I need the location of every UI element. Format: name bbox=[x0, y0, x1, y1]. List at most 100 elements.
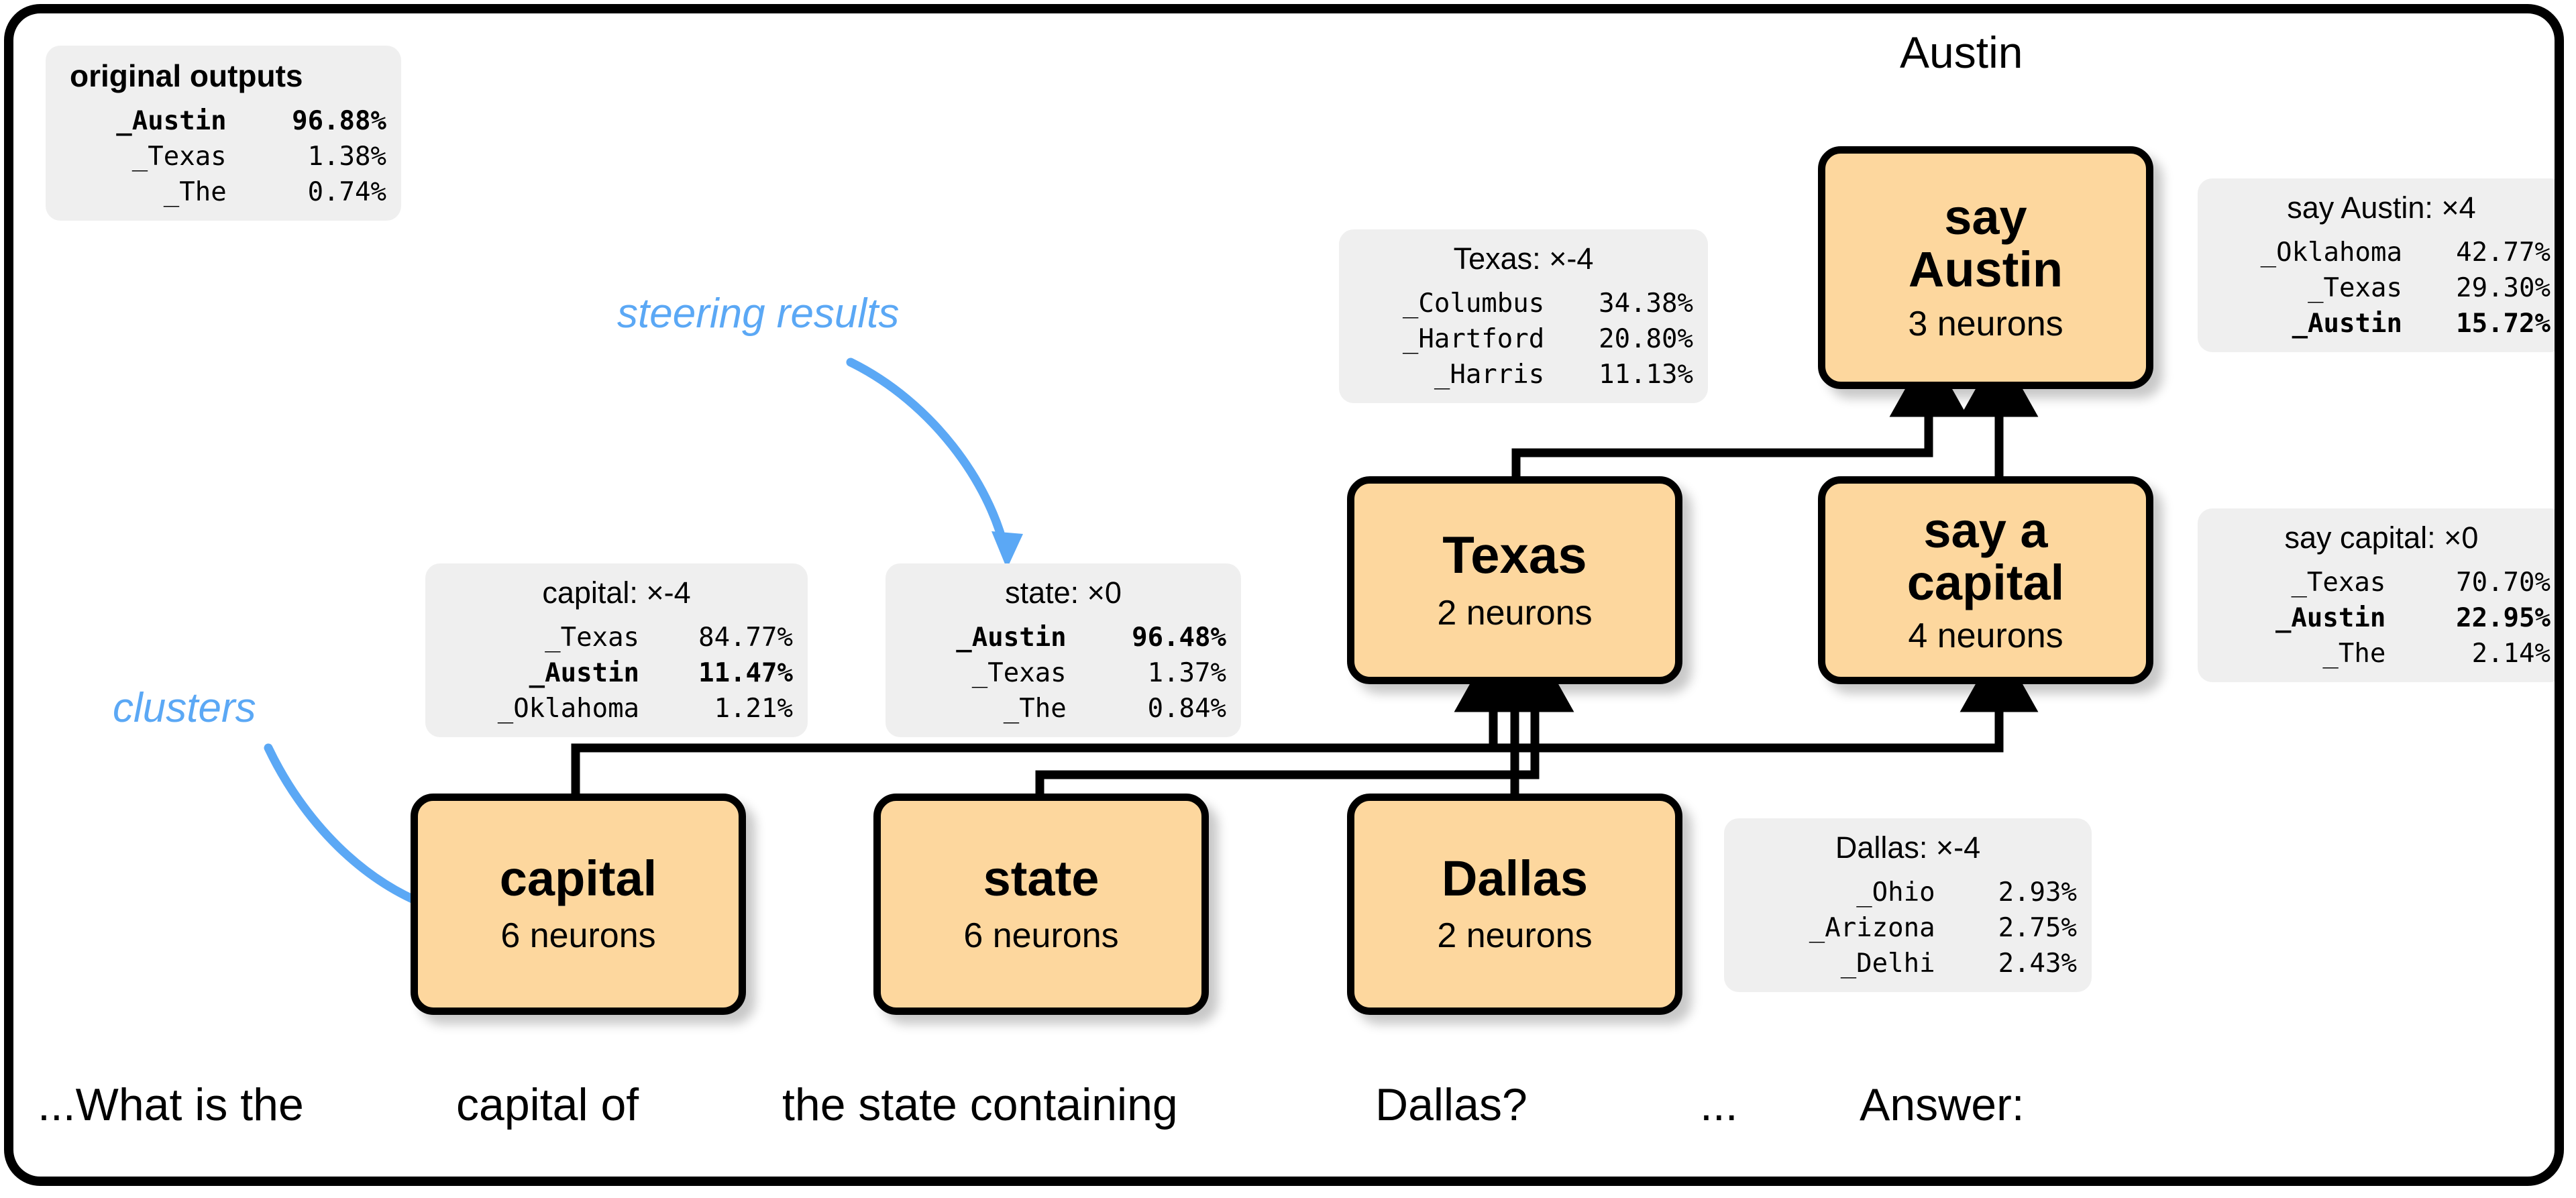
token-cell: _The bbox=[2322, 639, 2386, 669]
node-say-a-capital-neurons: 4 neurons bbox=[1908, 616, 2063, 656]
panel-texas-steer: Texas: ×-4 _Columbus 34.38% _Hartford 20… bbox=[1339, 229, 1708, 403]
table-row: _Texas 70.70% bbox=[2212, 565, 2551, 600]
node-say-a-capital[interactable]: say a capital 4 neurons bbox=[1818, 476, 2153, 684]
pct-cell: 29.30% bbox=[2456, 273, 2551, 303]
table-row: _Oklahoma 42.77% bbox=[2212, 235, 2551, 270]
table-row: _Austin 22.95% bbox=[2212, 600, 2551, 636]
panel-dallas-steer: Dallas: ×-4 _Ohio 2.93% _Arizona 2.75% _… bbox=[1724, 818, 2092, 992]
node-say-austin-title: say Austin bbox=[1908, 188, 2063, 297]
figure-frame: Austin capital 6 neurons state 6 neurons… bbox=[4, 4, 2564, 1186]
pct-cell: 96.88% bbox=[292, 106, 386, 136]
token-cell: _Oklahoma bbox=[2260, 237, 2402, 268]
table-row: _Texas 1.37% bbox=[900, 655, 1226, 691]
token-cell: _Austin bbox=[956, 622, 1067, 653]
table-row: _The 2.14% bbox=[2212, 636, 2551, 671]
diagram-canvas: Austin capital 6 neurons state 6 neurons… bbox=[13, 13, 2555, 1177]
token-cell: _Austin bbox=[529, 658, 640, 688]
table-row: _Arizona 2.75% bbox=[1739, 910, 2077, 946]
panel-dallas-steer-table: _Ohio 2.93% _Arizona 2.75% _Delhi 2.43% bbox=[1739, 875, 2077, 981]
pct-cell: 2.93% bbox=[1998, 877, 2077, 908]
node-capital[interactable]: capital 6 neurons bbox=[411, 794, 746, 1015]
pct-cell: 20.80% bbox=[1599, 324, 1693, 354]
pct-cell: 0.84% bbox=[1147, 694, 1226, 724]
pct-cell: 70.70% bbox=[2456, 567, 2551, 598]
panel-say-capital-steer-table: _Texas 70.70% _Austin 22.95% _The 2.14% bbox=[2212, 565, 2551, 671]
token-cell: _Arizona bbox=[1809, 913, 1935, 943]
node-dallas-neurons: 2 neurons bbox=[1437, 916, 1593, 956]
steering-results-arrowhead bbox=[991, 531, 1023, 569]
prompt-segment-2: capital of bbox=[456, 1079, 639, 1130]
node-state-title: state bbox=[983, 850, 1099, 906]
panel-texas-steer-header: Texas: ×-4 bbox=[1453, 241, 1594, 276]
answer-title: Austin bbox=[1900, 28, 2023, 77]
token-cell: _The bbox=[1003, 694, 1067, 724]
token-cell: _Columbus bbox=[1402, 288, 1545, 319]
node-capital-title: capital bbox=[499, 850, 657, 906]
pct-cell: 11.47% bbox=[698, 658, 793, 688]
node-state-neurons: 6 neurons bbox=[963, 916, 1119, 956]
token-cell: _Oklahoma bbox=[497, 694, 640, 724]
table-row: _Austin 15.72% bbox=[2212, 306, 2551, 341]
token-cell: _Austin bbox=[116, 106, 227, 136]
token-cell: _Austin bbox=[2275, 603, 2386, 633]
pct-cell: 34.38% bbox=[1599, 288, 1693, 319]
table-row: _Austin 96.48% bbox=[900, 620, 1226, 655]
pct-cell: 0.74% bbox=[307, 177, 386, 207]
prompt-segment-4: Dallas? bbox=[1375, 1079, 1527, 1130]
table-row: _Austin 96.88% bbox=[60, 103, 386, 139]
token-cell: _Texas bbox=[545, 622, 640, 653]
token-cell: _Harris bbox=[1434, 360, 1545, 390]
edge-texas-to-say-austin bbox=[1511, 347, 1968, 476]
token-cell: _Ohio bbox=[1856, 877, 1935, 908]
panel-state-steer-header: state: ×0 bbox=[1005, 576, 1122, 610]
node-say-austin[interactable]: say Austin 3 neurons bbox=[1818, 146, 2153, 389]
table-row: _Austin 11.47% bbox=[440, 655, 793, 691]
panel-original-outputs-table: _Austin 96.88% _Texas 1.38% _The 0.74% bbox=[60, 103, 386, 210]
panel-original-outputs-header: original outputs bbox=[70, 58, 303, 93]
panel-say-capital-steer: say capital: ×0 _Texas 70.70% _Austin 22… bbox=[2198, 508, 2555, 682]
pct-cell: 42.77% bbox=[2456, 237, 2551, 268]
panel-state-steer: state: ×0 _Austin 96.48% _Texas 1.37% _T… bbox=[885, 563, 1241, 737]
prompt-segment-3: the state containing bbox=[782, 1079, 1178, 1130]
pct-cell: 2.43% bbox=[1998, 948, 2077, 979]
token-cell: _Texas bbox=[2291, 567, 2386, 598]
table-row: _Ohio 2.93% bbox=[1739, 875, 2077, 910]
table-row: _Harris 11.13% bbox=[1354, 357, 1693, 392]
panel-state-steer-table: _Austin 96.48% _Texas 1.37% _The 0.84% bbox=[900, 620, 1226, 726]
annotation-steering-results: steering results bbox=[617, 290, 900, 337]
table-row: _The 0.74% bbox=[60, 174, 386, 210]
panel-original-outputs: original outputs _Austin 96.88% _Texas 1… bbox=[46, 46, 401, 221]
edge-state-to-texas bbox=[1035, 642, 1574, 794]
token-cell: _Austin bbox=[2292, 309, 2402, 339]
table-row: _Hartford 20.80% bbox=[1354, 321, 1693, 357]
table-row: _Columbus 34.38% bbox=[1354, 286, 1693, 321]
table-row: _Texas 84.77% bbox=[440, 620, 793, 655]
node-say-austin-neurons: 3 neurons bbox=[1908, 305, 2063, 344]
node-say-a-capital-title: say a capital bbox=[1907, 502, 2065, 610]
panel-dallas-steer-header: Dallas: ×-4 bbox=[1835, 830, 1981, 865]
pct-cell: 1.37% bbox=[1147, 658, 1226, 688]
node-texas[interactable]: Texas 2 neurons bbox=[1347, 476, 1682, 684]
node-dallas[interactable]: Dallas 2 neurons bbox=[1347, 794, 1682, 1015]
node-dallas-title: Dallas bbox=[1441, 850, 1589, 906]
panel-say-austin-steer-header: say Austin: ×4 bbox=[2287, 190, 2476, 225]
panel-texas-steer-table: _Columbus 34.38% _Hartford 20.80% _Harri… bbox=[1354, 286, 1693, 392]
pct-cell: 1.38% bbox=[307, 142, 386, 172]
prompt-segment-1: ...What is the bbox=[38, 1079, 304, 1130]
token-cell: _The bbox=[163, 177, 227, 207]
pct-cell: 1.21% bbox=[714, 694, 793, 724]
token-cell: _Texas bbox=[2308, 273, 2402, 303]
table-row: _The 0.84% bbox=[900, 691, 1226, 726]
node-state[interactable]: state 6 neurons bbox=[873, 794, 1209, 1015]
token-cell: _Texas bbox=[131, 142, 227, 172]
table-row: _Texas 1.38% bbox=[60, 139, 386, 174]
pct-cell: 96.48% bbox=[1132, 622, 1226, 653]
pct-cell: 2.14% bbox=[2471, 639, 2551, 669]
panel-capital-steer-header: capital: ×-4 bbox=[542, 576, 691, 610]
pct-cell: 15.72% bbox=[2456, 309, 2551, 339]
steering-results-arrow bbox=[846, 358, 1010, 555]
panel-say-austin-steer: say Austin: ×4 _Oklahoma 42.77% _Texas 2… bbox=[2198, 178, 2555, 352]
token-cell: _Texas bbox=[971, 658, 1067, 688]
annotation-clusters: clusters bbox=[113, 685, 256, 731]
token-cell: _Hartford bbox=[1402, 324, 1545, 354]
